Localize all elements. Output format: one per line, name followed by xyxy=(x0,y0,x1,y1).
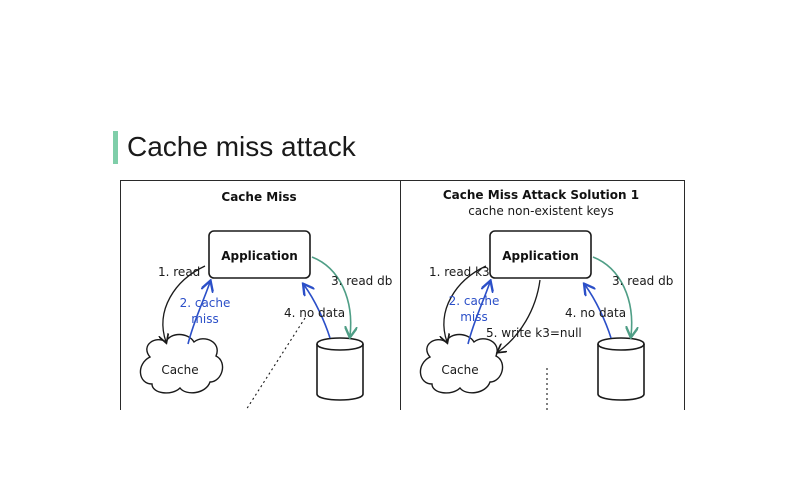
left-panel-title: Cache Miss xyxy=(221,190,296,204)
right-application-box xyxy=(489,230,592,279)
right-step2-label-line2: miss xyxy=(460,310,488,324)
right-cache-label: Cache xyxy=(441,363,478,377)
left-no-data-arrow xyxy=(304,285,331,339)
right-step2-label-line1: 2. cache xyxy=(449,294,500,308)
left-application-label: Application xyxy=(221,249,298,263)
left-step1-label: 1. read xyxy=(158,265,200,279)
right-step3-label: 3. read db xyxy=(612,274,673,288)
left-read-arrow xyxy=(163,265,206,342)
left-panel: Cache Miss Application Cache 1. read 2. … xyxy=(139,190,392,411)
right-step5-label: 5. write k3=null xyxy=(486,326,582,340)
right-write-null-arrow xyxy=(498,279,541,352)
left-step2-label-line2: miss xyxy=(191,312,219,326)
right-panel-subtitle: cache non-existent keys xyxy=(468,204,614,218)
right-step4-label: 4. no data xyxy=(565,306,626,320)
right-read-arrow xyxy=(444,265,487,342)
right-cache-miss-arrow xyxy=(467,282,490,345)
left-step2-label-line1: 2. cache xyxy=(180,296,231,310)
right-database-cylinder xyxy=(597,337,645,401)
left-database-cylinder xyxy=(316,337,364,401)
left-application-box xyxy=(208,230,311,279)
left-dotted-line xyxy=(245,317,306,411)
right-step1-label: 1. read k3 xyxy=(429,265,490,279)
left-cache-label: Cache xyxy=(161,363,198,377)
right-panel-title: Cache Miss Attack Solution 1 xyxy=(443,188,639,202)
left-read-db-arrow xyxy=(311,256,351,336)
right-panel: Cache Miss Attack Solution 1 cache non-e… xyxy=(419,188,673,410)
panel-divider xyxy=(400,180,401,410)
right-no-data-arrow xyxy=(585,285,612,339)
right-read-db-arrow xyxy=(592,256,632,336)
left-step3-label: 3. read db xyxy=(331,274,392,288)
diagram-frame xyxy=(120,180,685,410)
title-accent-bar xyxy=(113,131,118,164)
left-step4-label: 4. no data xyxy=(284,306,345,320)
slide-title: Cache miss attack xyxy=(127,131,356,162)
left-cache-miss-arrow xyxy=(187,282,210,345)
right-application-label: Application xyxy=(502,249,579,263)
